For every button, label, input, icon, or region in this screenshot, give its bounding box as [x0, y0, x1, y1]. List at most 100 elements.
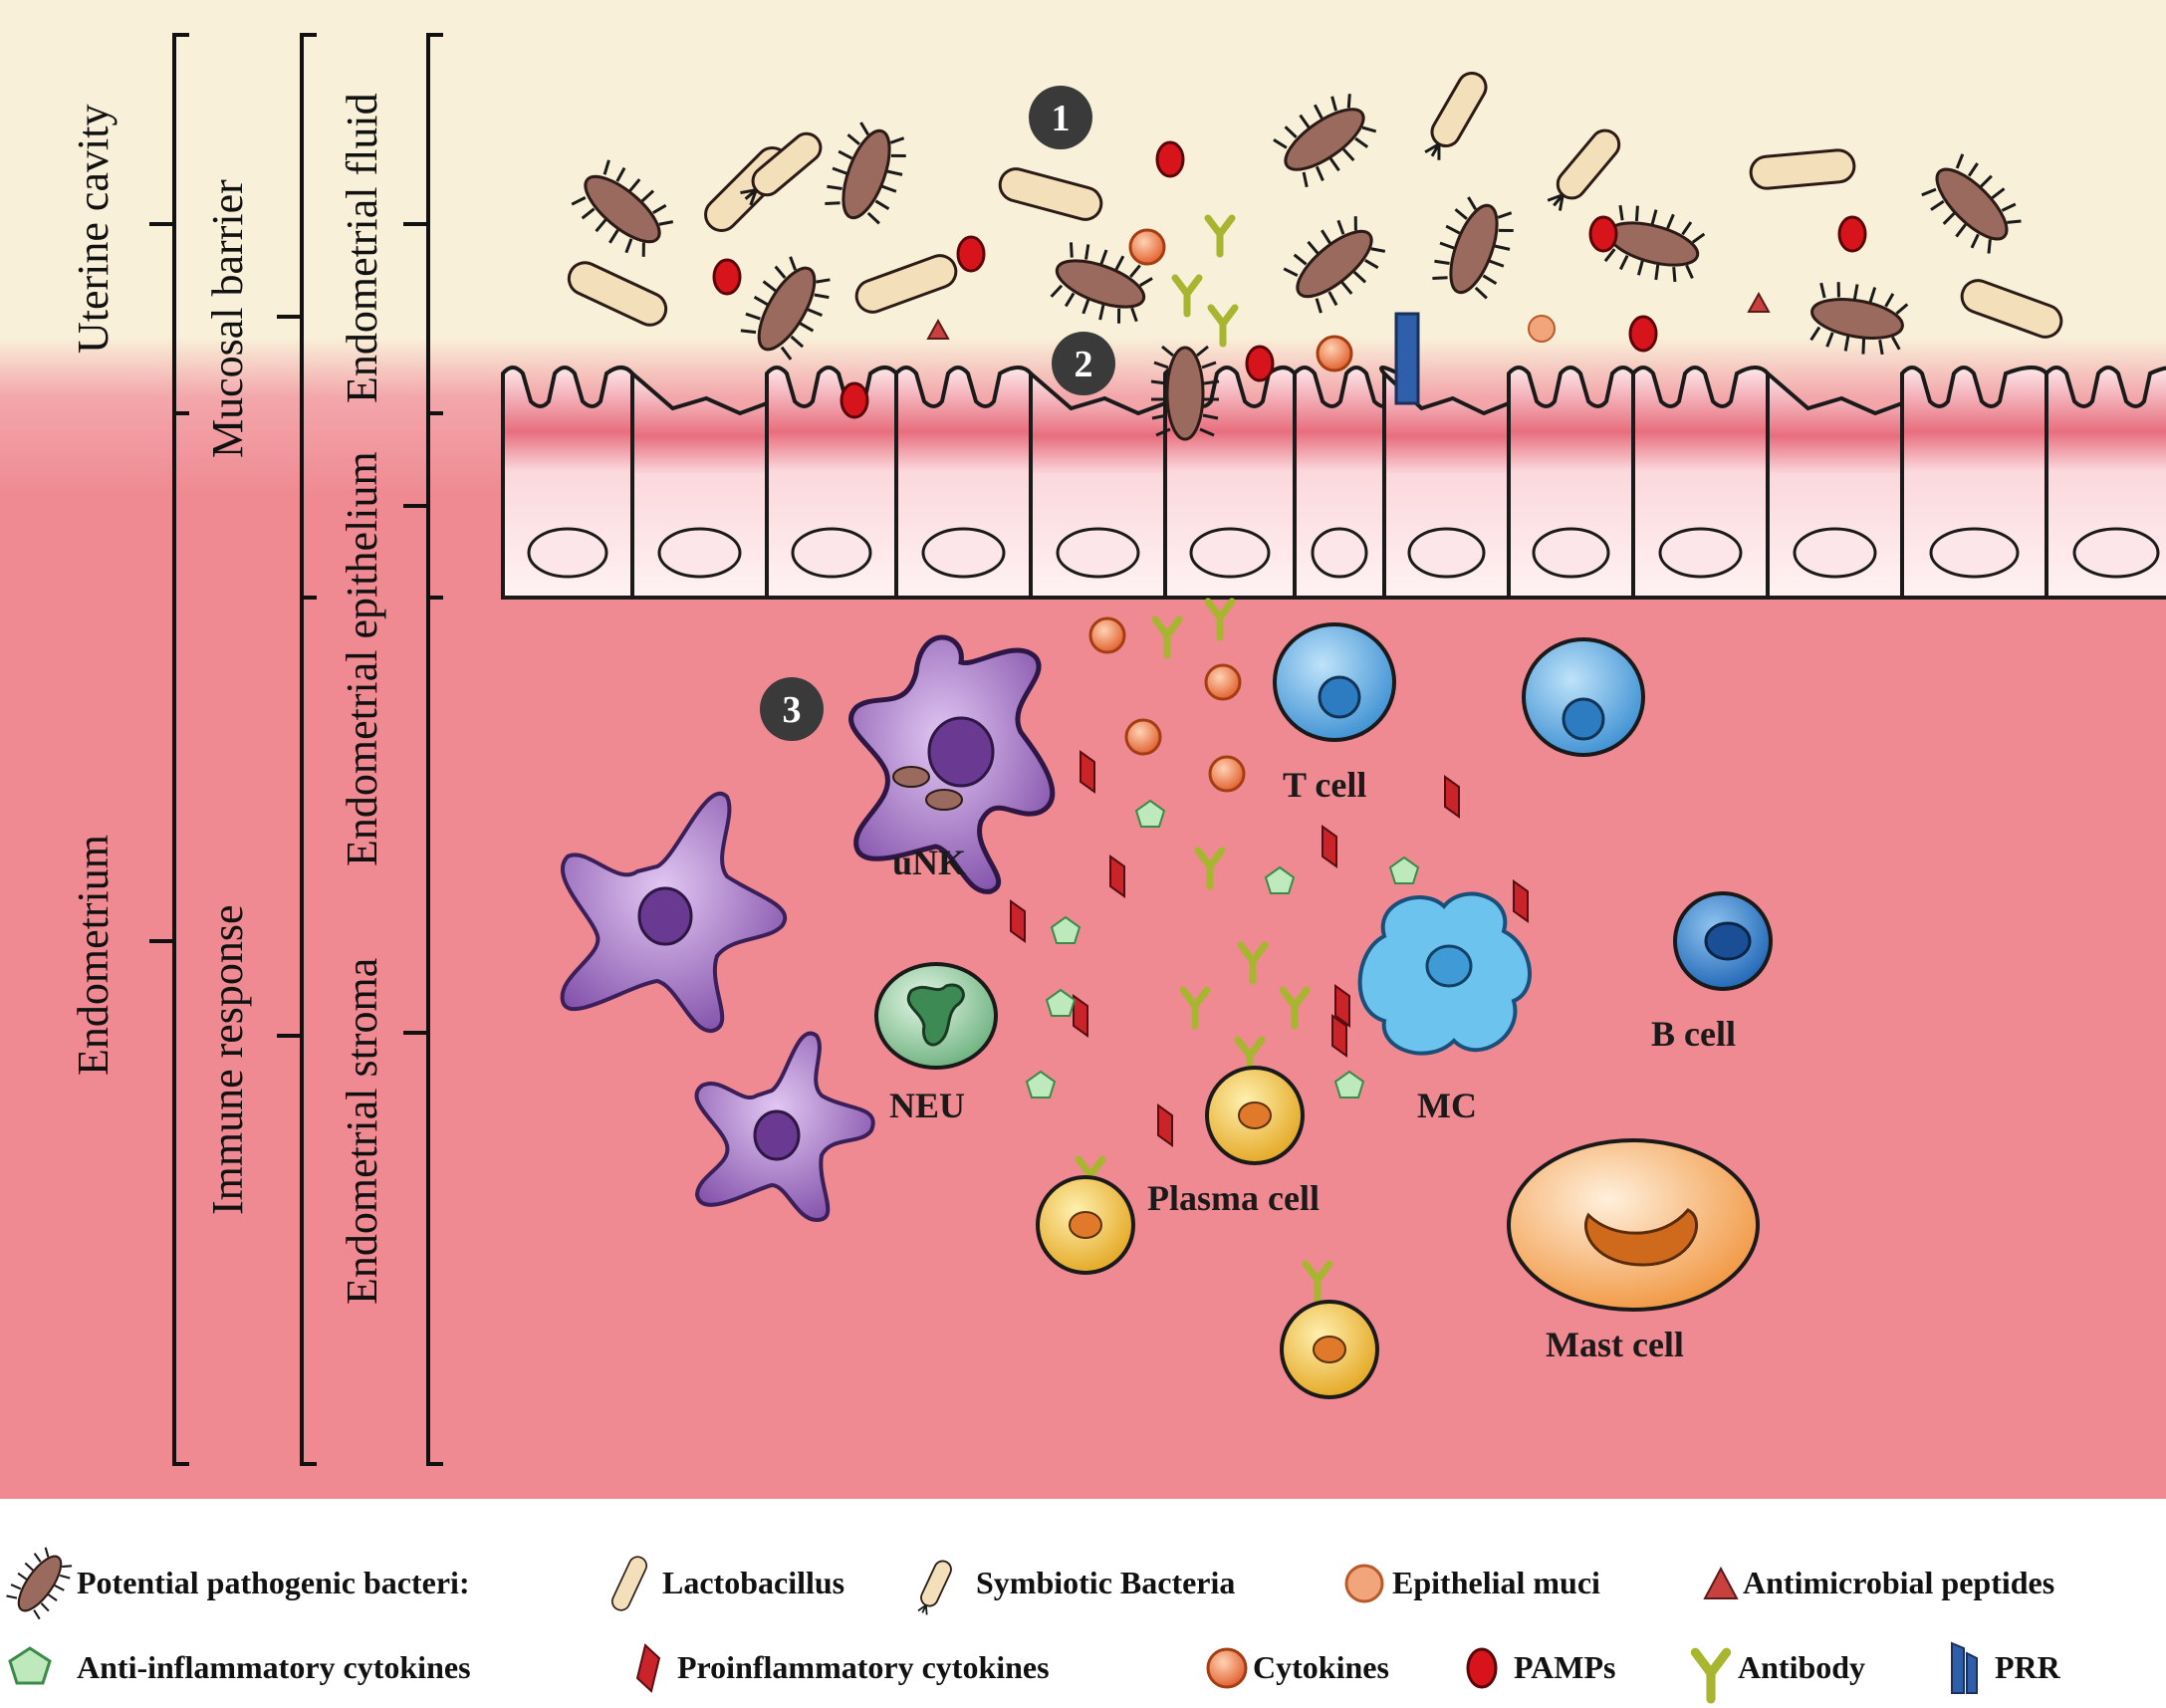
epithelial-nucleus [1189, 527, 1271, 579]
legend-label: PAMPs [1514, 1649, 1615, 1685]
cavity-microbes [562, 66, 2067, 441]
epithelial-cell [1293, 366, 1401, 600]
epithelial-cell [1507, 366, 1635, 600]
pamp [1837, 215, 1867, 253]
immune-response-label: Immune response [203, 904, 252, 1215]
antimicrobial-peptide [1747, 291, 1771, 313]
pamp [712, 258, 742, 296]
epithelial-nucleus [1793, 527, 1877, 579]
epithelial-nucleus [1658, 527, 1743, 579]
anti-inflammatory-cytokine-icon [8, 1646, 52, 1685]
plasma-cell [1036, 1175, 1135, 1275]
pamp [956, 235, 986, 273]
t-cell [1522, 637, 1645, 757]
epithelial-nucleus [2072, 527, 2160, 579]
prr-receptor [1394, 312, 1420, 405]
epithelial-muci [1528, 315, 1556, 343]
antimicrobial-peptide-icon [1703, 1566, 1739, 1599]
plasma-cell [1280, 1300, 1379, 1399]
endometrial-epithelium-label: Endometrial epithelium [338, 451, 386, 866]
epithelial-layer [501, 366, 2166, 600]
proinflammatory-cytokine [1513, 879, 1529, 923]
pamp [840, 381, 869, 419]
prr-icon [1951, 1641, 1978, 1694]
epithelial-nucleus [1532, 527, 1610, 579]
bracket-immune-response [277, 596, 317, 1466]
proinflammatory-cytokine [1157, 1103, 1173, 1147]
anti-inflammatory-cytokine [1050, 915, 1082, 944]
proinflammatory-cytokine [1444, 775, 1460, 819]
step-marker-3: 3 [760, 677, 824, 741]
svg-text:3: 3 [783, 689, 802, 731]
cytokine [1208, 755, 1246, 793]
bracket-endometrial-stroma [403, 596, 443, 1466]
unk-cell [848, 634, 1056, 894]
anti-inflammatory-cytokine [1134, 799, 1166, 828]
t-cell-label: T cell [1283, 765, 1366, 805]
legend-label: Epithelial muci [1392, 1565, 1600, 1600]
endometrium-label: Endometrium [69, 835, 118, 1076]
t-cell [1273, 622, 1396, 742]
step-marker-2: 2 [1052, 332, 1115, 395]
epithelial-nucleus [921, 527, 1006, 579]
cytokine [1316, 335, 1353, 372]
mast-cell [1507, 1138, 1760, 1312]
svg-text:1: 1 [1052, 98, 1071, 139]
epithelial-muci-icon [1344, 1564, 1384, 1603]
legend-label: Anti-inflammatory cytokines [77, 1649, 471, 1685]
cytokine-icon [1206, 1647, 1248, 1689]
proinflammatory-cytokine [1109, 854, 1125, 898]
proinflammatory-cytokine-icon [635, 1643, 661, 1693]
proinflammatory-cytokine [1080, 750, 1095, 794]
plasma-cell-label: Plasma cell [1147, 1178, 1320, 1218]
anti-inflammatory-cytokine [1025, 1070, 1057, 1098]
cytokine [1204, 663, 1242, 701]
epithelial-cell [1382, 368, 1511, 600]
plasma-cell [1205, 1066, 1305, 1165]
anti-inflammatory-cytokine [1388, 855, 1420, 884]
epithelial-cell [501, 366, 634, 600]
pamp [1588, 215, 1618, 253]
antimicrobial-peptide [926, 318, 950, 340]
legend-background [0, 1499, 2166, 1708]
legend-label: Antibody [1738, 1649, 1865, 1685]
mast-cell-label: Mast cell [1546, 1325, 1684, 1364]
epithelial-nucleus [527, 527, 608, 579]
legend: Potential pathogenic bacteri: Lactobacil… [0, 1542, 2061, 1699]
proinflammatory-cytokine [1334, 984, 1350, 1028]
endometrial-fluid-label: Endometrial fluid [338, 93, 386, 403]
neu-label: NEU [889, 1086, 965, 1125]
proinflammatory-cytokine [1010, 899, 1026, 943]
epithelial-cell [765, 366, 898, 600]
legend-label: PRR [1995, 1649, 2061, 1685]
legend-label: Lactobacillus [662, 1565, 844, 1600]
uterine-cavity-label: Uterine cavity [69, 105, 118, 354]
dendritic-cell-small [694, 1031, 875, 1223]
pamp [1155, 140, 1185, 178]
bracket-lines [149, 33, 443, 1466]
legend-label: Potential pathogenic bacteri: [77, 1565, 470, 1600]
anti-inflammatory-cytokine [1045, 988, 1077, 1017]
proinflammatory-cytokine [1322, 825, 1337, 868]
neu-cell [874, 962, 998, 1070]
legend-label: Proinflammatory cytokines [677, 1649, 1050, 1685]
legend-label: Symbiotic Bacteria [976, 1565, 1235, 1600]
mucosal-barrier-label: Mucosal barrier [203, 179, 252, 458]
svg-text:2: 2 [1075, 344, 1093, 385]
epithelial-nucleus [1311, 527, 1368, 579]
pamp-icon [1466, 1647, 1498, 1689]
step-marker-1: 1 [1029, 86, 1092, 149]
epithelial-cell [1631, 366, 1770, 600]
epithelial-nucleus [791, 527, 872, 579]
proinflammatory-cytokine [1331, 1014, 1347, 1058]
b-cell-label: B cell [1651, 1014, 1736, 1054]
pamp [1245, 345, 1275, 382]
anti-inflammatory-cytokine [1333, 1070, 1365, 1098]
epithelial-cell [630, 368, 769, 600]
endometrial-stroma-label: Endometrial stroma [338, 958, 386, 1305]
cytokine [1124, 718, 1162, 756]
dendritic-cell-large [560, 791, 788, 1034]
b-cell [1673, 891, 1773, 991]
epithelial-nucleus [1056, 527, 1140, 579]
